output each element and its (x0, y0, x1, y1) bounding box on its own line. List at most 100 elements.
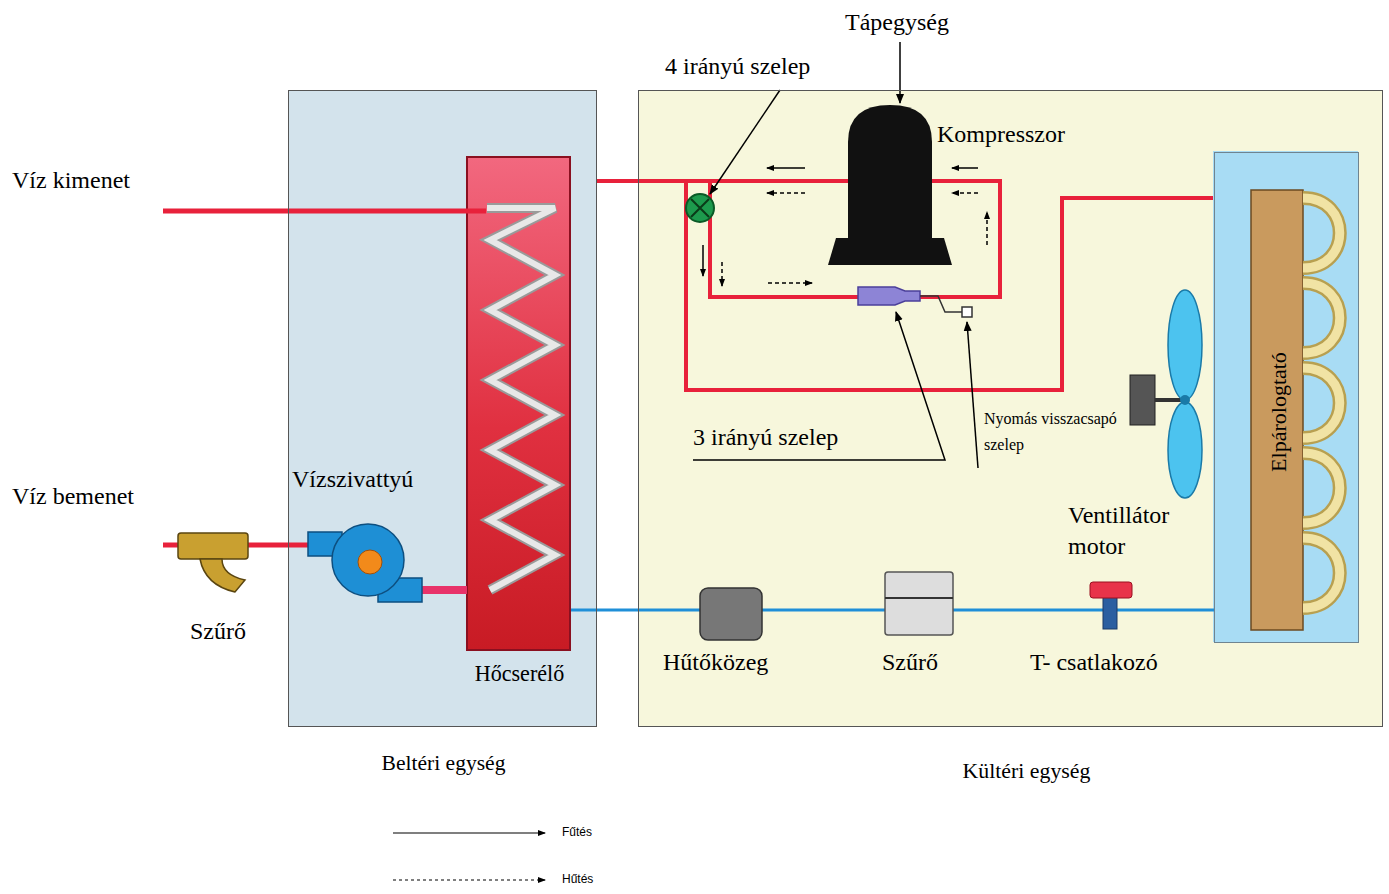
label-wrap: Nyomás visszacsapó szelep (984, 406, 1134, 457)
three-way-valve (858, 287, 972, 317)
compressor (828, 105, 952, 265)
text-wrap: Kültéri egység (654, 759, 1389, 784)
part-label: Vízszivattyú (292, 465, 413, 494)
water-pump (420, 586, 467, 594)
part-label: 3 irányú szelep (693, 423, 838, 452)
water-pump (308, 524, 467, 602)
refrigerant-tank (700, 588, 762, 640)
fan (1168, 290, 1202, 400)
flow-arrows (767, 192, 805, 194)
evaporator (1303, 538, 1340, 608)
part-label: Víz kimenet (12, 166, 130, 195)
label-wrap: 4 irányú szelep (665, 52, 810, 81)
water-pipes (163, 211, 486, 545)
label-wrap: Vízszivattyú (292, 465, 413, 494)
evaporator-box: Elpárologtató (1214, 152, 1359, 643)
label-wrap: Ventillátor motor (1068, 500, 1218, 562)
evaporator (1303, 453, 1340, 523)
four-way-valve (686, 194, 714, 222)
label-wrap: Szűrő (882, 648, 938, 677)
water-filter (178, 533, 248, 592)
indoor-unit-box: Beltéri egységHőcserélő (288, 90, 597, 727)
legend-wrap: Fűtés (562, 825, 592, 839)
evaporator (1251, 190, 1340, 630)
water-pump (332, 524, 404, 596)
flow-arrows (952, 192, 978, 194)
evaporator (1303, 198, 1340, 268)
node-label: Elpárologtató (1266, 352, 1292, 472)
flow-arrows (721, 262, 723, 286)
unit-fills (288, 90, 597, 727)
legend-wrap: Hűtés (562, 872, 593, 886)
evaporator (1303, 453, 1340, 523)
label-wrap: Hűtőközeg (663, 648, 768, 677)
fan (1180, 395, 1190, 405)
leader-lines (710, 90, 780, 194)
t-connector (1103, 597, 1117, 629)
part-label: Nyomás visszacsapó szelep (984, 406, 1134, 457)
part-label: Ventillátor motor (1068, 500, 1218, 562)
water-filter (200, 559, 245, 592)
label-wrap: Víz bemenet (12, 482, 134, 511)
outdoor-unit-box: Kültéri egységElpárologtató (638, 90, 1383, 727)
legend-samples (393, 879, 545, 880)
leader-lines (899, 42, 901, 103)
t-connector (1090, 582, 1132, 598)
label-wrap: Tápegység (845, 8, 949, 37)
part-label: Tápegység (845, 8, 949, 37)
label-wrap: 3 irányú szelep (693, 423, 838, 452)
legend-samples (393, 832, 545, 833)
text-wrap: Hőcserélő (443, 661, 596, 687)
water-filter (178, 533, 248, 559)
heat-exchanger (467, 157, 570, 650)
text-wrap: Beltéri egység (289, 751, 598, 776)
flow-arrows (952, 167, 978, 169)
unit-fills (1213, 151, 1358, 642)
fan (1130, 375, 1155, 425)
evaporator (1303, 198, 1340, 608)
legend-text: Fűtés (562, 825, 592, 839)
refrigerant-hot-pipes (686, 181, 1213, 390)
legend-samples (393, 833, 545, 880)
refrigerant-filter (885, 572, 953, 635)
part-label: Víz bemenet (12, 482, 134, 511)
compressor (828, 238, 952, 265)
evaporator (1303, 283, 1340, 353)
flow-arrows (702, 245, 704, 276)
node-label: Beltéri egység (289, 751, 598, 776)
unit-fills (638, 90, 1383, 727)
legend-text: Hűtés (562, 872, 593, 886)
water-pipes (163, 209, 486, 214)
evaporator (1303, 538, 1340, 608)
flow-arrows (767, 167, 805, 169)
fan (1130, 290, 1202, 498)
heat-exchanger (467, 157, 570, 650)
refrigerant-filter (885, 597, 953, 599)
label-wrap: Víz kimenet (12, 166, 130, 195)
heat-exchanger (487, 208, 555, 590)
four-way-valve (691, 199, 709, 217)
flow-arrows (768, 282, 812, 284)
refrigerant-filter (885, 572, 953, 635)
evaporator (1303, 283, 1340, 353)
fan (1168, 402, 1202, 498)
part-label: Hűtőközeg (663, 648, 768, 677)
t-connector (1090, 582, 1132, 629)
part-label: Kompresszor (937, 120, 1065, 149)
evaporator (1303, 368, 1340, 438)
part-label: 4 irányú szelep (665, 52, 810, 81)
evaporator (1303, 198, 1340, 268)
node-label: Hőcserélő (443, 661, 596, 687)
heat-exchanger-box: Hőcserélő (468, 158, 571, 651)
three-way-valve (858, 287, 920, 305)
refrigerant-hot-pipes (597, 181, 1000, 297)
evaporator (1303, 198, 1340, 608)
water-pump (358, 550, 382, 574)
three-way-valve (962, 307, 972, 317)
label-wrap: Szűrő (190, 617, 246, 646)
water-pipes (248, 543, 312, 548)
refrigerant-tank (700, 588, 762, 640)
evaporator (1251, 190, 1303, 630)
